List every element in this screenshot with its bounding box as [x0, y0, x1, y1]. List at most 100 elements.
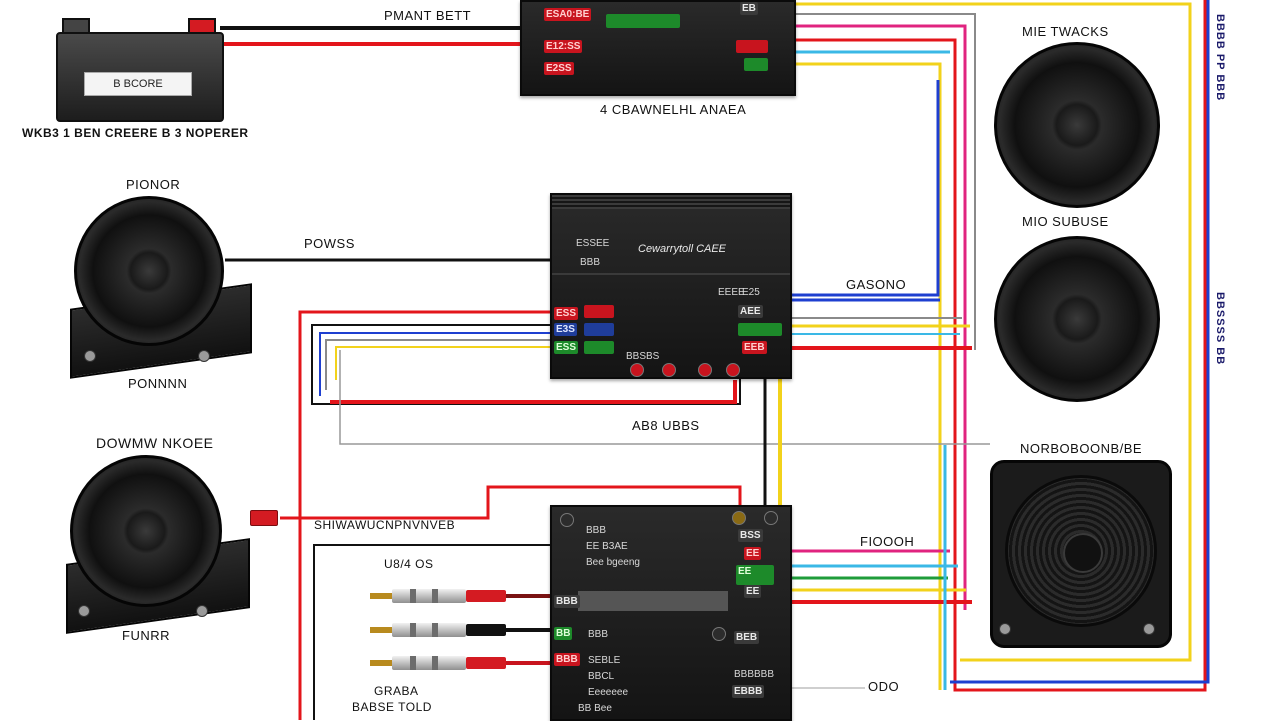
powss-wire-label: POWSS [304, 236, 355, 251]
bottom-amp-knob[interactable] [712, 627, 726, 641]
rca-plug-1 [370, 589, 510, 603]
bottom-amp-right-terminal-1[interactable]: EE [744, 547, 762, 560]
odo-wire-label: ODO [868, 679, 900, 694]
bottom-amp-knob[interactable] [764, 511, 778, 525]
rca-ring [410, 589, 416, 603]
battery-label: B BCORE [84, 72, 192, 96]
middle-amp-divider [552, 273, 790, 275]
upper-left-speaker-bottom-label: PONNNN [128, 376, 188, 391]
middle-amp-left-terminal-3[interactable]: ESS [554, 341, 579, 354]
wire-mid-red-loop [298, 310, 552, 720]
bottom-amp-line-3: Bee bgeeng [586, 557, 640, 568]
middle-amp-gain-knob[interactable] [662, 363, 676, 377]
middle-amplifier: ESSEE Cewarrytoll CAEE BBB ESS E3S ESS E… [550, 193, 792, 379]
top-amp-terminal-3[interactable]: E2SS [544, 62, 574, 75]
middle-amp-gain-knob[interactable] [698, 363, 712, 377]
wire-top-amp-out-1 [795, 2, 1192, 662]
middle-amp-left-terminal-2[interactable]: E3S [554, 323, 577, 336]
bottom-amp-left-terminal-3[interactable]: BBB [554, 653, 580, 666]
subwoofer-bolt [999, 623, 1011, 635]
top-amp-terminal-r1[interactable]: EB [740, 2, 758, 15]
lower-left-speaker-bolt [78, 605, 90, 617]
upper-left-speaker-cone [74, 196, 224, 346]
bottom-amp-knob[interactable] [732, 511, 746, 525]
wire-mid-black [311, 324, 741, 405]
rca-ring [432, 623, 438, 637]
rca-boot [466, 624, 506, 636]
top-amp-terminal-2[interactable]: E12:SS [544, 40, 583, 53]
middle-amp-gain-knob[interactable] [630, 363, 644, 377]
top-amp-caption: 4 CBAWNELHL ANAEA [600, 102, 747, 117]
wire-mid-yellow [335, 346, 552, 380]
lower-left-speaker [64, 455, 254, 634]
lower-left-speaker-cone [70, 455, 222, 607]
bottom-amp-btm-line-3: BB Bee [578, 703, 612, 714]
top-amplifier: ESA0:BE E12:SS E2SS EB [520, 0, 796, 96]
bottom-amp-right-terminal-2[interactable]: EE [736, 565, 774, 585]
wire-top-amp-out-4 [795, 0, 1207, 692]
upper-left-speaker-bolt [198, 350, 210, 362]
upper-right-speaker-label: MIE TWACKS [1022, 24, 1109, 39]
middle-amp-left-terminal-1[interactable]: ESS [554, 307, 579, 320]
bottom-amp-right-small-3: EBBB [732, 685, 765, 698]
rca-plug-3 [370, 656, 510, 670]
middle-amp-left-jack-3[interactable] [584, 341, 614, 354]
right-rail-label-top: BBBB PP BBB [1214, 14, 1226, 102]
right-rail-label-mid: BBSSSS BB [1214, 292, 1226, 366]
rca-tip [370, 660, 392, 666]
wire-mid-red-bottom [330, 380, 737, 404]
wire-top-amp-out-6 [795, 62, 942, 690]
rca-ring [410, 656, 416, 670]
lower-left-speaker-bolt [196, 605, 208, 617]
middle-amp-brand: Cewarrytoll CAEE [638, 243, 727, 255]
wire-top-amp-out-3 [795, 24, 967, 610]
inline-fuse [250, 510, 278, 526]
bottom-amp-mid-line-3: BBCL [588, 671, 615, 682]
bottom-amp-mid-line-2: SEBLE [588, 655, 621, 666]
bottom-amp-status-led [560, 513, 574, 527]
rca-body [392, 623, 466, 637]
top-amp-terminal-r3[interactable] [736, 40, 768, 53]
gasono-wire-label: GASONO [846, 277, 907, 292]
bottom-amp-line-1: BBB [586, 525, 607, 536]
ab8-wire-label: AB8 UBBS [632, 418, 700, 433]
upper-right-speaker [994, 42, 1160, 208]
wire-ab8-gray [339, 350, 990, 445]
rca-top-label: U8/4 OS [384, 557, 434, 571]
wire-top-amp-out-2 [795, 13, 976, 350]
middle-amp-gain-knob[interactable] [726, 363, 740, 377]
middle-amp-left-jack-1[interactable] [584, 305, 614, 318]
middle-amp-right-terminal-3[interactable]: EEB [742, 341, 767, 354]
rca-ring [432, 656, 438, 670]
rca-plug-2 [370, 623, 510, 637]
middle-amp-right-terminal-1[interactable]: AEE [738, 305, 763, 318]
rca-ring [432, 589, 438, 603]
bottom-amp-right-terminal-3[interactable]: EE [744, 585, 762, 598]
middle-amp-small-left: BBB [580, 257, 601, 268]
bottom-amp-line-2: EE B3AE [586, 541, 628, 552]
upper-left-speaker-bolt [84, 350, 96, 362]
upper-left-speaker [68, 196, 258, 379]
middle-amp-right-terminal-2[interactable] [738, 323, 782, 336]
wire-mid-blue [319, 332, 552, 396]
wire-bottom-red-loop [280, 485, 742, 520]
rca-tip [370, 627, 392, 633]
shiwav-wire-label: SHIWAWUCNPNVNVEB [314, 518, 456, 532]
bottom-amp-left-terminal-2[interactable]: BB [554, 627, 573, 640]
subwoofer-grille [1005, 475, 1157, 627]
middle-amp-right-top-text: EEEE [718, 287, 745, 298]
rca-body [392, 656, 466, 670]
top-amp-terminal-1[interactable]: ESA0:BE [544, 8, 592, 21]
top-amp-terminal-r2[interactable] [744, 58, 768, 71]
bottom-amp-left-terminal-1[interactable]: BBB [554, 595, 580, 608]
middle-amp-left-jack-2[interactable] [584, 323, 614, 336]
bottom-amp-panel [578, 591, 728, 611]
bottom-amplifier: BBB EE B3AE Bee bgeeng BSS EE EE EE BBB … [550, 505, 792, 721]
middle-amp-heatsink [552, 195, 790, 209]
rca-body [392, 589, 466, 603]
rca-ring [410, 623, 416, 637]
top-amp-wire-label: PMANT BETT [384, 8, 472, 23]
mid-right-speaker-label: MIO SUBUSE [1022, 214, 1109, 229]
rca-tip [370, 593, 392, 599]
